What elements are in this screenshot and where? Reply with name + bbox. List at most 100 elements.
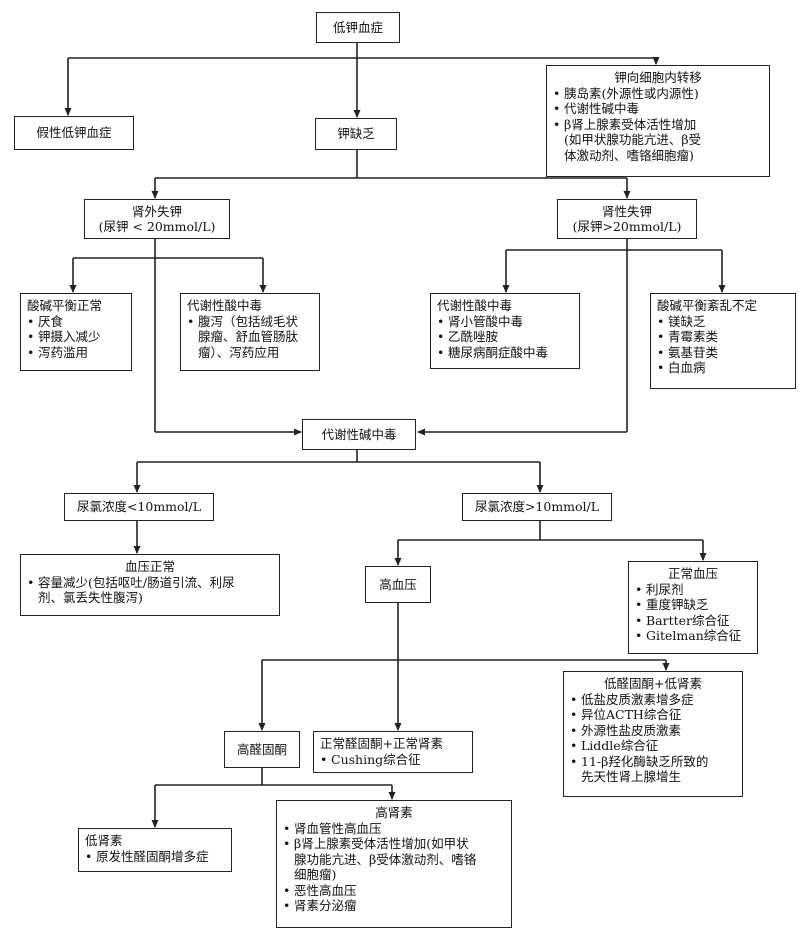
list-item: 重度钾缺乏: [635, 597, 751, 613]
node-list: 原发性醛固酮增多症: [85, 849, 225, 865]
list-item-line: 泻药滥用: [38, 344, 89, 360]
node-title: 高血压: [379, 577, 417, 592]
node-title-line: 肾性失钾: [601, 204, 652, 219]
node-title: 代谢性酸中毒: [437, 298, 513, 313]
list-item: 恶性高血压: [283, 883, 505, 899]
list-item-line: 肾小管酸中毒: [448, 313, 524, 329]
list-item-line: 体激动剂、嗜铬细胞瘤): [564, 147, 694, 163]
node-metabolic-acidosis-renal: 代谢性酸中毒 肾小管酸中毒乙酰唑胺糖尿病酮症酸中毒: [430, 293, 580, 369]
node-list: 低盐皮质激素增多症异位ACTH综合征外源性盐皮质激素Liddle综合征11-β羟…: [570, 692, 736, 785]
list-item-line: 先天性肾上腺增生: [581, 769, 682, 784]
node-hypokalemia: 低钾血症: [316, 12, 400, 43]
list-item: Liddle综合征: [570, 738, 736, 754]
list-item-line: 恶性高血压: [294, 882, 357, 898]
node-title-line: (尿钾>20mmol/L): [572, 219, 682, 234]
list-item-line: β肾上腺素受体活性增加(如甲状: [294, 836, 469, 851]
list-item-line: 瘤）、泻药应用: [198, 344, 280, 360]
list-item-line: 原发性醛固酮增多症: [96, 848, 209, 864]
list-item-line: 腺瘤、舒血管肠肽: [198, 329, 299, 344]
list-item: 肾小管酸中毒: [437, 314, 573, 330]
list-item: 白血病: [657, 360, 789, 376]
list-item: 乙酰唑胺: [437, 329, 573, 345]
node-normal-bp-renal: 正常血压 利尿剂重度钾缺乏Bartter综合征Gitelman综合征: [628, 561, 758, 654]
list-item: 镁缺乏: [657, 314, 789, 330]
list-item: 容量减少(包括呕吐/肠道引流、利尿剂、氯丢失性腹泻): [27, 575, 273, 606]
list-item-line: Gitelman综合征: [646, 628, 742, 643]
node-title: 酸碱平衡正常: [27, 298, 103, 313]
list-item: β肾上腺素受体活性增加(如甲状腺功能亢进、β受体激动剂、嗜铬细胞瘤): [553, 117, 763, 164]
list-item: 泻药滥用: [27, 345, 125, 361]
list-item-line: 细胞瘤): [294, 867, 337, 882]
list-item-line: Cushing综合征: [331, 751, 421, 767]
list-item: Bartter综合征: [635, 613, 751, 629]
list-item: 氨基苷类: [657, 345, 789, 361]
list-item: 低盐皮质激素增多症: [570, 692, 736, 708]
list-item-line: 腺功能亢进、β受体激动剂、嗜铬: [294, 851, 477, 867]
node-title-line: (尿钾 < 20mmol/L): [98, 219, 216, 234]
list-item-line: (如甲状腺功能亢进、β受: [564, 132, 702, 147]
node-title: 尿氯浓度<10mmol/L: [76, 499, 202, 514]
list-item-line: 肾素分泌瘤: [294, 898, 357, 913]
node-title: 低肾素: [85, 833, 123, 848]
list-item-line: 乙酰唑胺: [448, 329, 499, 344]
list-item-line: 青霉素类: [668, 329, 719, 344]
node-title: 正常血压: [667, 566, 718, 581]
node-high-renin: 高肾素 肾血管性高血压β肾上腺素受体活性增加(如甲状腺功能亢进、β受体激动剂、嗜…: [276, 800, 512, 928]
node-list: 肾小管酸中毒乙酰唑胺糖尿病酮症酸中毒: [437, 314, 573, 361]
list-item-line: 氨基苷类: [668, 344, 719, 360]
node-list: 容量减少(包括呕吐/肠道引流、利尿剂、氯丢失性腹泻): [27, 575, 273, 606]
node-title: 酸碱平衡紊乱不定: [657, 298, 758, 313]
node-intracellular-shift: 钾向细胞内转移 胰岛素(外源性或内源性)代谢性碱中毒β肾上腺素受体活性增加(如甲…: [546, 65, 770, 177]
list-item-line: 厌食: [38, 313, 64, 329]
node-title: 钾向细胞内转移: [614, 70, 702, 85]
list-item-line: 容量减少(包括呕吐/肠道引流、利尿: [38, 574, 235, 590]
node-title: 尿氯浓度>10mmol/L: [474, 499, 600, 514]
list-item-line: 钾摄入减少: [38, 329, 101, 344]
list-item: 厌食: [27, 314, 125, 330]
node-pseudo-hypokalemia: 假性低钾血症: [14, 116, 134, 150]
node-extrarenal-loss: 肾外失钾 (尿钾 < 20mmol/L): [84, 199, 230, 239]
list-item: β肾上腺素受体活性增加(如甲状腺功能亢进、β受体激动剂、嗜铬细胞瘤): [283, 836, 505, 883]
list-item: 糖尿病酮症酸中毒: [437, 345, 573, 361]
node-title: 低钾血症: [332, 20, 383, 35]
list-item: 外源性盐皮质激素: [570, 723, 736, 739]
node-title: 高肾素: [375, 805, 413, 820]
list-item: 钾摄入减少: [27, 329, 125, 345]
node-acidbase-variable: 酸碱平衡紊乱不定 镁缺乏青霉素类氨基苷类白血病: [650, 293, 796, 389]
node-metabolic-alkalosis: 代谢性碱中毒: [302, 419, 416, 450]
node-title-line: 肾外失钾: [131, 204, 182, 219]
list-item: 利尿剂: [635, 582, 751, 598]
list-item: 肾素分泌瘤: [283, 898, 505, 914]
list-item-line: 胰岛素(外源性或内源性): [564, 85, 699, 101]
node-low-aldo-low-renin: 低醛固酮+低肾素 低盐皮质激素增多症异位ACTH综合征外源性盐皮质激素Liddl…: [563, 671, 743, 797]
node-list: 肾血管性高血压β肾上腺素受体活性增加(如甲状腺功能亢进、β受体激动剂、嗜铬细胞瘤…: [283, 821, 505, 914]
list-item-line: 利尿剂: [646, 581, 684, 597]
node-title: 代谢性酸中毒: [187, 298, 263, 313]
node-normal-bp-volume: 血压正常 容量减少(包括呕吐/肠道引流、利尿剂、氯丢失性腹泻): [20, 554, 280, 616]
node-urine-chloride-high: 尿氯浓度>10mmol/L: [462, 493, 612, 521]
list-item: 胰岛素(外源性或内源性): [553, 86, 763, 102]
list-item: 代谢性碱中毒: [553, 101, 763, 117]
node-title: 代谢性碱中毒: [321, 427, 397, 442]
node-list: Cushing综合征: [320, 752, 466, 768]
list-item-line: 外源性盐皮质激素: [581, 722, 682, 738]
list-item-line: 剂、氯丢失性腹泻): [38, 590, 143, 605]
list-item-line: 代谢性碱中毒: [564, 101, 640, 116]
node-high-aldosterone: 高醛固酮: [224, 731, 300, 768]
list-item: Gitelman综合征: [635, 628, 751, 644]
node-normal-aldo-normal-renin: 正常醛固酮+正常肾素 Cushing综合征: [313, 731, 473, 773]
list-item-line: 11-β羟化酶缺乏所致的: [581, 753, 709, 769]
list-item-line: 腹泻（包括绒毛状: [198, 313, 299, 329]
list-item: 原发性醛固酮增多症: [85, 849, 225, 865]
node-renal-loss: 肾性失钾 (尿钾>20mmol/L): [557, 199, 697, 239]
list-item: 青霉素类: [657, 329, 789, 345]
node-title: 正常醛固酮+正常肾素: [320, 736, 443, 751]
list-item-line: 重度钾缺乏: [646, 597, 709, 612]
list-item-line: 肾血管性高血压: [294, 820, 382, 836]
list-item: 异位ACTH综合征: [570, 707, 736, 723]
node-acidbase-normal: 酸碱平衡正常 厌食钾摄入减少泻药滥用: [20, 293, 132, 371]
